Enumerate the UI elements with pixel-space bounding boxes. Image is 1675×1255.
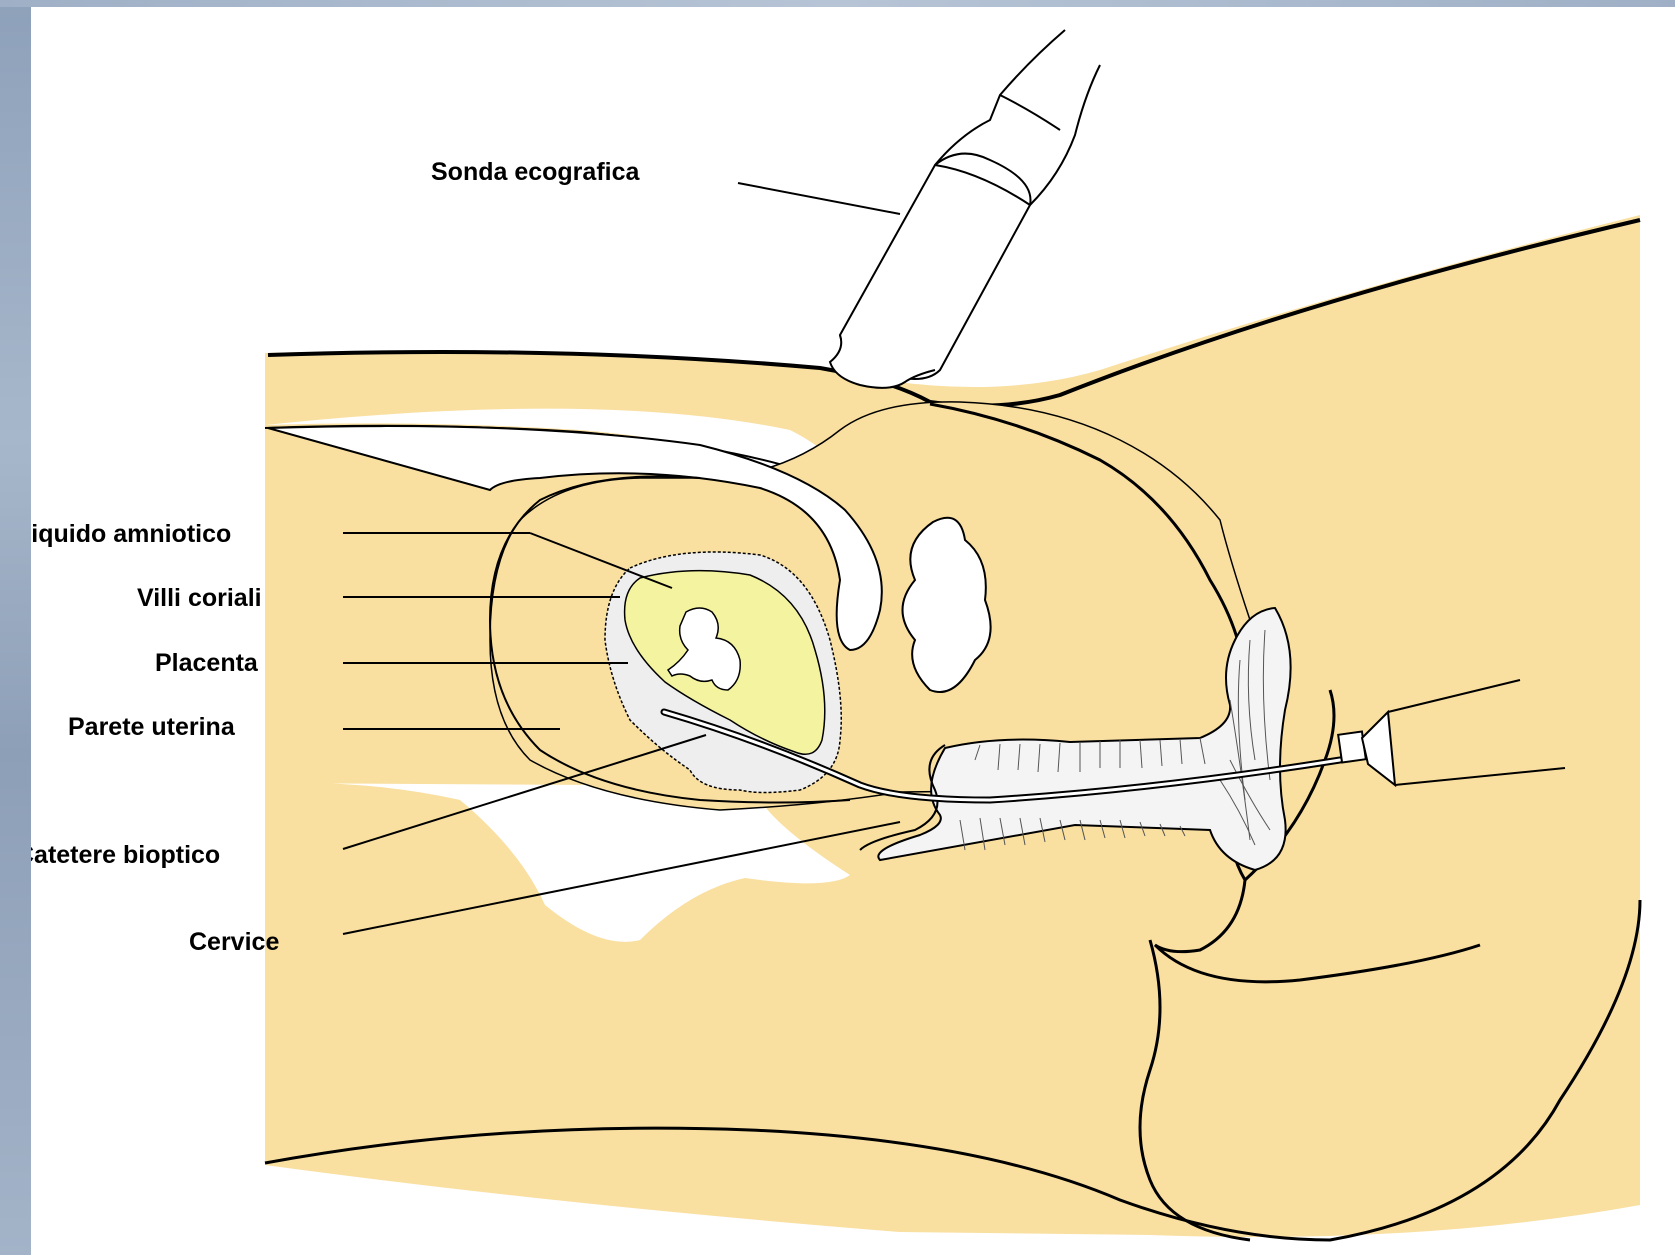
slide-frame-left (0, 0, 31, 1255)
label-villi-coriali: Villi coriali (137, 583, 262, 613)
label-parete-uterina: Parete uterina (68, 712, 235, 742)
slide-frame-top (0, 0, 1675, 7)
label-placenta: Placenta (155, 648, 258, 678)
diagram-canvas: Sonda ecografica Liquido amniotico Villi… (31, 7, 1675, 1255)
label-cervice: Cervice (189, 927, 279, 957)
label-liquido-amniotico: Liquido amniotico (31, 519, 231, 549)
label-catetere-bioptico: Catetere bioptico (31, 840, 220, 870)
chorionic-villus-sampling-diagram (31, 7, 1675, 1255)
leader-sonda (738, 183, 900, 214)
label-sonda-ecografica: Sonda ecografica (431, 157, 639, 187)
